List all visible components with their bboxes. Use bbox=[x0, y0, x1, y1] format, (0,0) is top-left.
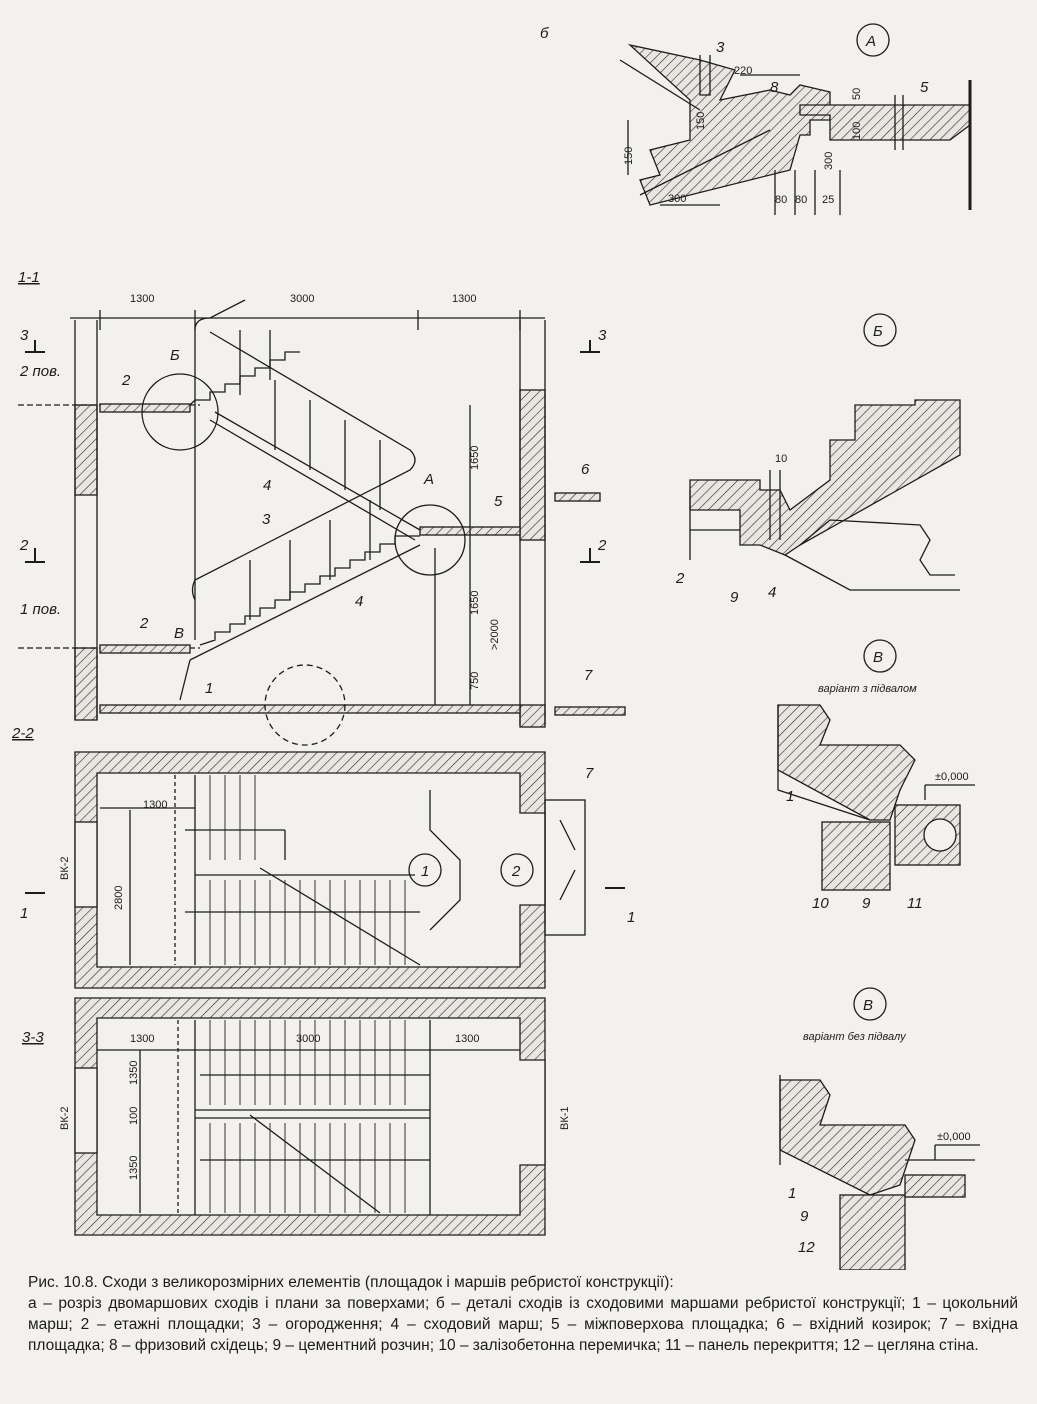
label-b-letter: б bbox=[540, 25, 549, 42]
callout-2-c: 2 bbox=[675, 570, 685, 587]
label-detail-a: А bbox=[865, 33, 876, 50]
dim-10: 10 bbox=[775, 453, 787, 465]
dim-25: 25 bbox=[822, 194, 834, 206]
label-cut-3-right: 3 bbox=[598, 327, 607, 344]
label-vk1: ВК-1 bbox=[559, 1106, 571, 1130]
detail-b bbox=[689, 313, 961, 591]
dim-1300-c: 1300 bbox=[143, 799, 167, 811]
section-2-2 bbox=[25, 751, 625, 989]
dim-300-b: 300 bbox=[823, 152, 835, 170]
callout-12: 12 bbox=[798, 1239, 815, 1256]
dim-750: 750 bbox=[469, 672, 481, 690]
callout-5-a: 5 bbox=[920, 79, 929, 96]
label-cut-1-right: 1 bbox=[627, 909, 635, 926]
callout-4-b: 4 bbox=[355, 593, 363, 610]
label-detail-v-section: В bbox=[174, 625, 184, 642]
caption-title: Рис. 10.8. Сходи з великорозмірних елеме… bbox=[28, 1274, 674, 1291]
dim-80-b: 80 bbox=[795, 194, 807, 206]
callout-2-a: 2 bbox=[121, 372, 131, 389]
dim-100-detail: 100 bbox=[851, 122, 863, 140]
figure-caption: Рис. 10.8. Сходи з великорозмірних елеме… bbox=[28, 1272, 1018, 1356]
callout-11: 11 bbox=[907, 895, 923, 912]
label-level-zero-1: ±0,000 bbox=[935, 771, 969, 783]
dim-1350-b: 1350 bbox=[128, 1156, 140, 1180]
callout-4-a: 4 bbox=[263, 477, 271, 494]
dim-150-b: 150 bbox=[695, 112, 707, 130]
label-circle-2: 2 bbox=[511, 863, 521, 880]
dim-1300-d: 1300 bbox=[130, 1033, 154, 1045]
label-floor-2: 2 пов. bbox=[19, 363, 61, 380]
callout-1-a: 1 bbox=[205, 680, 213, 697]
label-vk2-b: ВК-2 bbox=[59, 1106, 71, 1130]
label-cut-2-right: 2 bbox=[597, 537, 607, 554]
label-detail-v-1: В bbox=[873, 649, 883, 666]
label-detail-a-section: А bbox=[423, 471, 434, 488]
dim-3000-a: 3000 bbox=[290, 293, 314, 305]
callout-3-a: 3 bbox=[716, 39, 725, 56]
detail-v-basement bbox=[777, 639, 975, 891]
dim-1650-b: 1650 bbox=[469, 591, 481, 615]
callout-6: 6 bbox=[581, 461, 590, 478]
dim-2800: 2800 bbox=[113, 886, 125, 910]
callout-9-b: 9 bbox=[862, 895, 871, 912]
dim-2000: >2000 bbox=[489, 619, 501, 650]
callout-4-c: 4 bbox=[768, 584, 776, 601]
dim-300-a: 300 bbox=[668, 193, 686, 205]
label-level-zero-2: ±0,000 bbox=[937, 1131, 971, 1143]
label-variant-no-basement: варіант без підвалу bbox=[803, 1031, 907, 1043]
label-section-1-1: 1-1 bbox=[18, 269, 40, 286]
callout-8: 8 bbox=[770, 79, 779, 96]
callout-2-b: 2 bbox=[139, 615, 149, 632]
label-section-2-2: 2-2 bbox=[11, 725, 34, 742]
section-1-1 bbox=[18, 299, 626, 746]
dim-1650-a: 1650 bbox=[469, 446, 481, 470]
dim-50: 50 bbox=[851, 88, 863, 100]
label-detail-b-section: Б bbox=[170, 347, 180, 364]
dim-1300-e: 1300 bbox=[455, 1033, 479, 1045]
detail-v-no-basement bbox=[779, 987, 980, 1270]
dim-100: 100 bbox=[128, 1107, 140, 1125]
label-detail-b: Б bbox=[873, 323, 883, 340]
callout-7-b: 7 bbox=[585, 765, 594, 782]
dim-220: 220 bbox=[734, 65, 752, 77]
dim-3000-b: 3000 bbox=[296, 1033, 320, 1045]
detail-a bbox=[619, 23, 972, 215]
callout-9-a: 9 bbox=[730, 589, 739, 606]
callout-7-a: 7 bbox=[584, 667, 593, 684]
callout-1-b: 1 bbox=[786, 788, 794, 805]
caption-body: а – розріз двомаршових сходів і плани за… bbox=[28, 1295, 1018, 1354]
dim-80-a: 80 bbox=[775, 194, 787, 206]
label-detail-v-2: В bbox=[863, 997, 873, 1014]
label-circle-1: 1 bbox=[421, 863, 429, 880]
label-variant-basement: варіант з підвалом bbox=[818, 683, 917, 695]
label-vk2-a: ВК-2 bbox=[59, 856, 71, 880]
callout-3-b: 3 bbox=[262, 511, 271, 528]
dim-150-a: 150 bbox=[623, 147, 635, 165]
label-cut-3-left: 3 bbox=[20, 327, 29, 344]
label-section-3-3: 3-3 bbox=[22, 1029, 44, 1046]
callout-10: 10 bbox=[812, 895, 829, 912]
callout-1-c: 1 bbox=[788, 1185, 796, 1202]
drawing-labels: б А Б В В варіант з підвалом варіант без… bbox=[11, 25, 971, 1256]
label-floor-1: 1 пов. bbox=[20, 601, 61, 618]
stair-drawing: б А Б В В варіант з підвалом варіант без… bbox=[11, 23, 980, 1270]
dim-1350-a: 1350 bbox=[128, 1061, 140, 1085]
dim-1300-a: 1300 bbox=[130, 293, 154, 305]
label-cut-2-left: 2 bbox=[19, 537, 29, 554]
callout-9-c: 9 bbox=[800, 1208, 809, 1225]
callout-5-b: 5 bbox=[494, 493, 503, 510]
label-cut-1-left: 1 bbox=[20, 905, 28, 922]
dim-1300-b: 1300 bbox=[452, 293, 476, 305]
section-3-3 bbox=[74, 997, 546, 1236]
